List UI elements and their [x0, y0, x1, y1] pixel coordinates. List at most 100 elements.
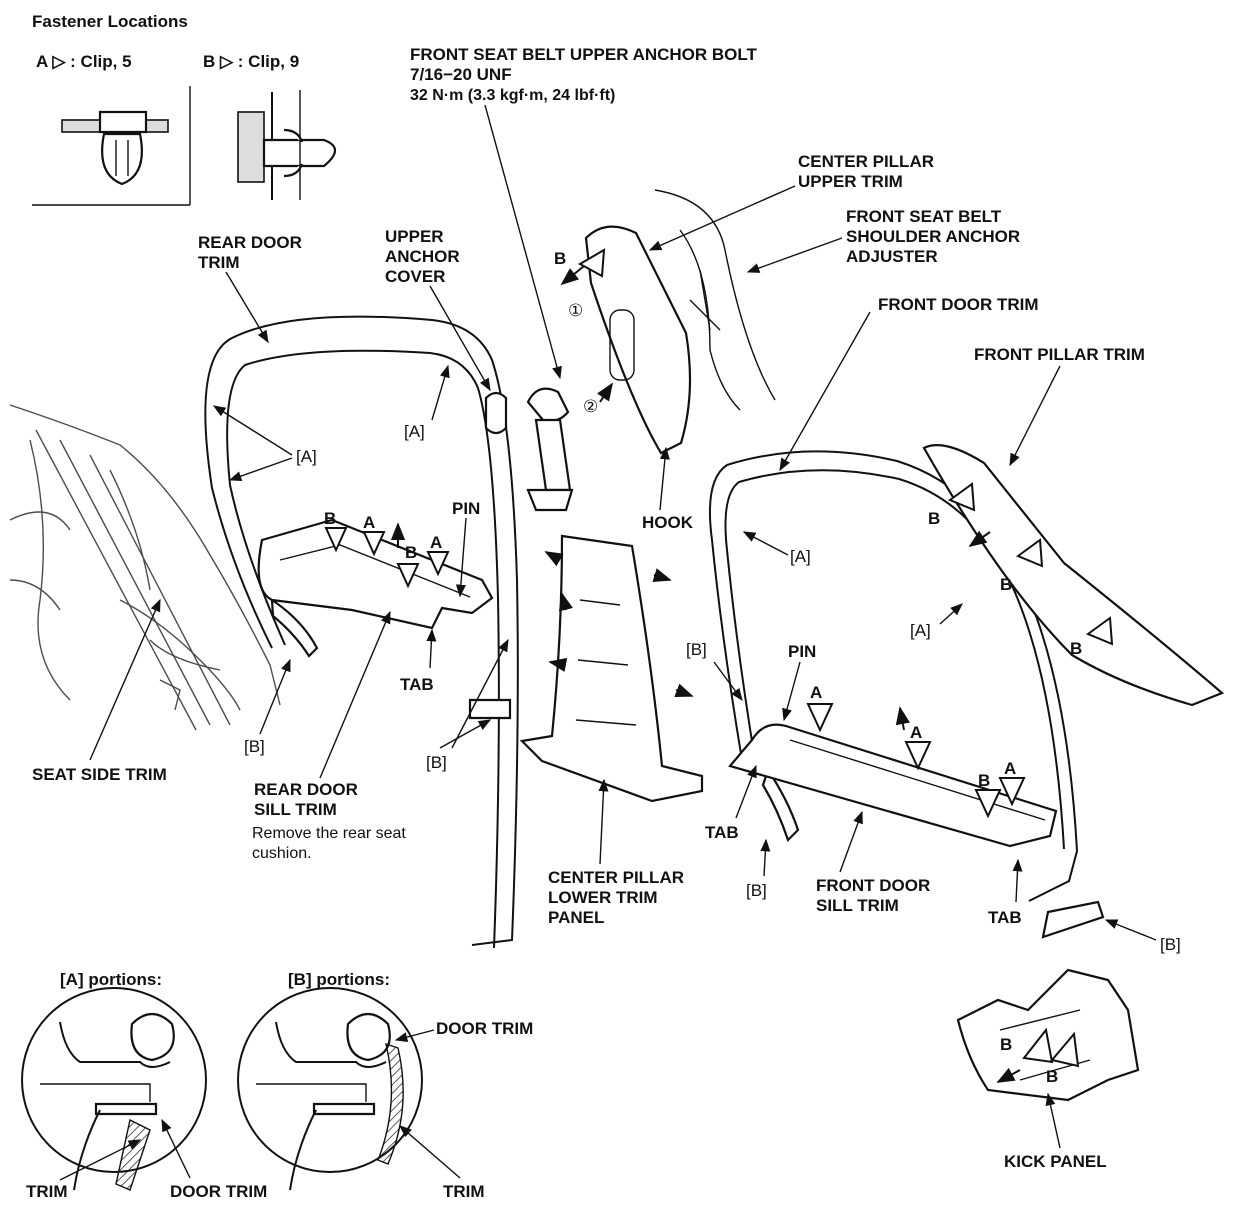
front-door-sill-trim-label-line1: FRONT DOOR [816, 876, 930, 895]
seat-belt [484, 387, 574, 512]
rear-door-trim-label-line1: REAR DOOR [198, 233, 302, 252]
front-door-trim [708, 450, 1105, 939]
center-pillar-upper-trim [584, 225, 692, 455]
b-portions-detail: [B] portions: [237, 970, 423, 1191]
clip-letter-b: B [1000, 1035, 1012, 1054]
clip-b-marker [577, 248, 606, 278]
clip-b-marker [1085, 616, 1114, 646]
tab-label-front: TAB [705, 823, 739, 842]
front-door-sill-trim-callout: FRONT DOOR SILL TRIM [816, 810, 930, 915]
rear-door-sill-trim [257, 518, 494, 630]
seat-side-trim-callout: SEAT SIDE TRIM [32, 598, 167, 784]
removal-arrows [390, 265, 1021, 1083]
clip-a-legend: A ▷ : Clip, 5 [36, 52, 132, 71]
pillar-body-background [654, 189, 776, 411]
fastener-locations-title: Fastener Locations [32, 12, 188, 31]
b-portions-callouts: DOOR TRIM TRIM [394, 1019, 533, 1201]
center-pillar-lower-trim-label-line3: PANEL [548, 908, 604, 927]
pin-callout-rear: PIN [452, 499, 480, 598]
a-portions-trim-label: TRIM [26, 1182, 68, 1201]
center-pillar-upper-trim-callout: CENTER PILLAR UPPER TRIM [648, 152, 934, 251]
rear-door-trim-callout: REAR DOOR TRIM [198, 233, 302, 344]
tab-label-sill: TAB [988, 908, 1022, 927]
clip-b-drawing [237, 90, 337, 200]
clip-a-drawing [61, 110, 169, 186]
a-portions-callouts: TRIM DOOR TRIM [26, 1118, 267, 1201]
clip-markers [324, 248, 1114, 1068]
anchor-bolt-label-line3: 32 N·m (3.3 kgf·m, 24 lbf·ft) [410, 87, 615, 104]
bracket-a-marker: [A] [296, 447, 317, 466]
front-pillar-trim [922, 444, 1225, 707]
front-door-sill-trim-label-line2: SILL TRIM [816, 896, 899, 915]
fastener-locations: Fastener Locations A ▷ : Clip, 5 B ▷ : C… [32, 12, 337, 206]
center-pillar-lower-trim-panel [519, 534, 704, 803]
front-door-sill-trim [728, 723, 1058, 848]
pin-callout-front: PIN [782, 642, 816, 722]
b-portions-door-trim-label: DOOR TRIM [436, 1019, 533, 1038]
tab-callout-front: TAB [705, 764, 757, 842]
center-pillar-lower-trim-label-line2: LOWER TRIM [548, 888, 658, 907]
clip-b-marker [947, 482, 976, 512]
bracket-b-marker: [B] [1160, 935, 1181, 954]
clip-letter-b: B [324, 509, 336, 528]
anchor-bolt-label-line1: FRONT SEAT BELT UPPER ANCHOR BOLT [410, 45, 758, 64]
tab-callout-rear: TAB [400, 628, 437, 694]
center-pillar-lower-trim-label-line1: CENTER PILLAR [548, 868, 684, 887]
rear-door-trim [204, 315, 519, 949]
front-pillar-trim-callout: FRONT PILLAR TRIM [974, 345, 1145, 467]
anchor-bolt-label-line2: 7/16−20 UNF [410, 65, 512, 84]
clip-a-marker [362, 531, 386, 557]
rear-door-sill-note-line1: Remove the rear seat [252, 825, 406, 842]
bracket-b-marker: [B] [686, 640, 707, 659]
a-portions-detail: [A] portions: [21, 970, 207, 1191]
bracket-b-marker: [B] [746, 881, 767, 900]
clip-letter-b: B [1070, 639, 1082, 658]
bracket-a-marker: [A] [790, 547, 811, 566]
clip-letter-b: B [405, 543, 417, 562]
clip-a-marker [426, 551, 450, 577]
anchor-bolt-callout: FRONT SEAT BELT UPPER ANCHOR BOLT 7/16−2… [410, 45, 758, 380]
clip-letter-b: B [978, 771, 990, 790]
seat-side-trim-label: SEAT SIDE TRIM [32, 765, 167, 784]
clip-b-legend: B ▷ : Clip, 9 [203, 52, 299, 71]
clip-letter-b: B [1000, 575, 1012, 594]
clip-a-marker [806, 703, 834, 733]
clip-a-marker [998, 777, 1026, 807]
clip-b-marker [1015, 538, 1044, 568]
rear-door-trim-label-line2: TRIM [198, 253, 240, 272]
bracket-b-marker: [B] [244, 737, 265, 756]
clip-b-marker [1050, 1031, 1080, 1068]
bracket-b-marker: [B] [426, 753, 447, 772]
clip-letter-a: A [910, 723, 922, 742]
front-door-trim-label: FRONT DOOR TRIM [878, 295, 1039, 314]
shoulder-anchor-adjuster-label-line2: SHOULDER ANCHOR [846, 227, 1020, 246]
clip-letter-b: B [928, 509, 940, 528]
clip-letter-b: B [554, 249, 566, 268]
rear-door-sill-trim-label-line1: REAR DOOR [254, 780, 358, 799]
front-pillar-trim-label: FRONT PILLAR TRIM [974, 345, 1145, 364]
upper-anchor-cover-callout: UPPER ANCHOR COVER [385, 227, 491, 392]
clip-letter-a: A [1004, 759, 1016, 778]
center-pillar-upper-trim-label-line2: UPPER TRIM [798, 172, 903, 191]
center-pillar-upper-trim-label-line1: CENTER PILLAR [798, 152, 934, 171]
step-2-marker: ② [583, 397, 598, 416]
rear-door-sill-trim-callout: REAR DOOR SILL TRIM Remove the rear seat… [252, 610, 406, 862]
clip-b-marker [324, 527, 348, 553]
bracket-a-marker: [A] [910, 621, 931, 640]
clip-letter-a: A [430, 533, 442, 552]
tab-label-rear: TAB [400, 675, 434, 694]
clip-b-marker [396, 563, 420, 589]
hook-label: HOOK [642, 513, 694, 532]
step-1-marker: ① [568, 301, 583, 320]
clip-b-marker [1022, 1027, 1054, 1064]
b-portions-label: [B] portions: [288, 970, 390, 989]
clip-letter-a: A [810, 683, 822, 702]
a-portions-door-trim-label: DOOR TRIM [170, 1182, 267, 1201]
pin-label-front: PIN [788, 642, 816, 661]
clip-a-marker [904, 741, 932, 771]
bracket-markers: [A] [A] [A] [A] [B] [B] [B] [B] [B] [212, 364, 1181, 954]
rear-door-sill-trim-label-line2: SILL TRIM [254, 800, 337, 819]
b-portions-trim-label: TRIM [443, 1182, 485, 1201]
shoulder-anchor-adjuster-label-line3: ADJUSTER [846, 247, 938, 266]
